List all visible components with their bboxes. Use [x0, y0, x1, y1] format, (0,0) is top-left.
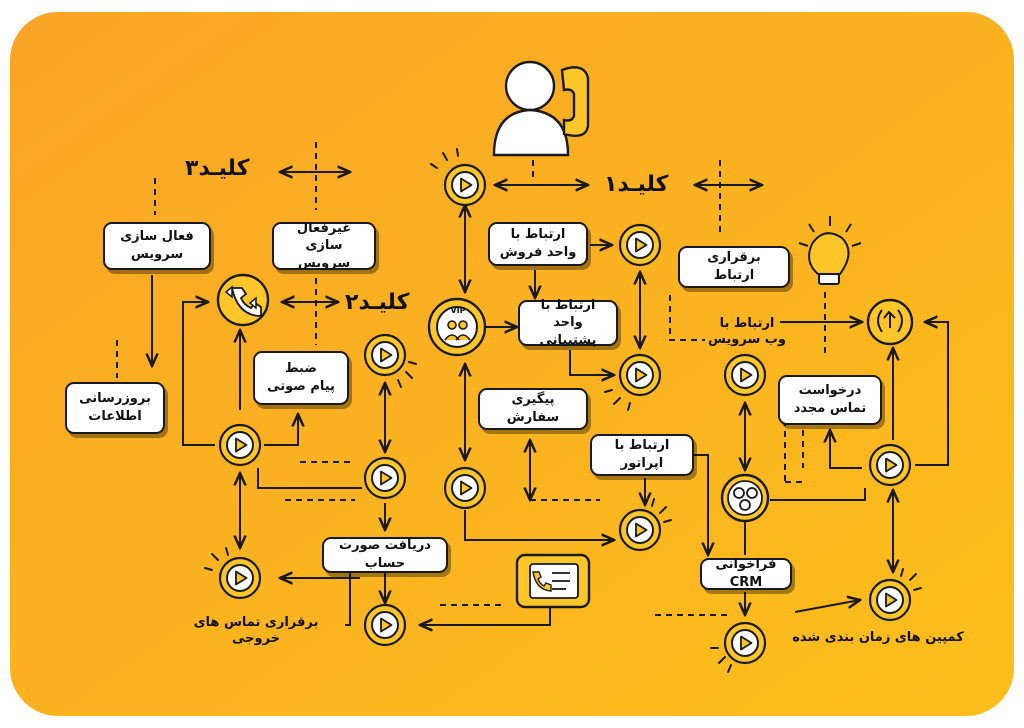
call-connect-box[interactable]: برقراری ارتباط [678, 246, 790, 288]
play-button-icon[interactable] [868, 578, 912, 622]
invoice-box[interactable]: دریافت صورت حساب [322, 537, 448, 573]
play-button-icon[interactable] [443, 466, 487, 510]
play-button-icon[interactable] [618, 508, 662, 552]
play-button-icon[interactable] [868, 443, 912, 487]
order-tracking-box[interactable]: پیگیری سفارش [478, 388, 588, 430]
connectors [116, 142, 949, 625]
play-button-icon[interactable] [723, 353, 767, 397]
sparkle-marks [204, 148, 922, 673]
call-forward-icon[interactable] [216, 273, 270, 327]
key1-label: کلیـد۱ [604, 172, 669, 197]
caller-icon [492, 60, 590, 157]
update-info-box[interactable]: بروزرسانی اطلاعات [65, 382, 165, 434]
deactivate-service-box[interactable]: غیرفعال سازی سرویس [272, 221, 376, 271]
play-button-icon[interactable] [218, 423, 262, 467]
play-button-icon[interactable] [363, 603, 407, 647]
play-button-icon[interactable] [363, 333, 407, 377]
phone-card-icon[interactable] [515, 553, 591, 609]
sales-unit-box[interactable]: ارتباط با واحد فروش [488, 222, 588, 266]
support-unit-box[interactable]: ارتباط با واحد پشتیبانی [518, 298, 618, 348]
play-button-icon[interactable] [443, 163, 487, 207]
outgoing-calls-label: برقراری تماس های خروجی [193, 615, 319, 647]
lightbulb-icon [798, 216, 862, 285]
record-voice-box[interactable]: ضبط پیام صوتی [253, 351, 349, 405]
play-button-icon[interactable] [618, 353, 662, 397]
key2-label: کلیـد۲ [345, 290, 410, 315]
play-button-icon[interactable] [363, 456, 407, 500]
activate-service-box[interactable]: فعال سازی سرویس [103, 222, 211, 270]
web-service-icon[interactable] [866, 298, 914, 346]
play-button-icon[interactable] [618, 223, 662, 267]
gear-cluster-icon[interactable] [720, 473, 770, 523]
operator-box[interactable]: ارتباط با اپراتور [590, 434, 694, 476]
play-button-icon[interactable] [723, 621, 767, 665]
vip-users-icon[interactable] [427, 297, 487, 357]
key3-label: کلیـد۳ [185, 156, 250, 181]
vip-label: VIP [450, 306, 466, 315]
play-button-icon[interactable] [218, 556, 262, 600]
crm-call-box[interactable]: فراخوانی CRM [700, 557, 792, 590]
scheduled-campaigns-label: کمپین های زمان بندی شده [792, 630, 964, 645]
callback-request-box[interactable]: درخواست تماس مجدد [778, 375, 882, 425]
web-service-label: ارتباط با وب سرویس [708, 316, 786, 348]
